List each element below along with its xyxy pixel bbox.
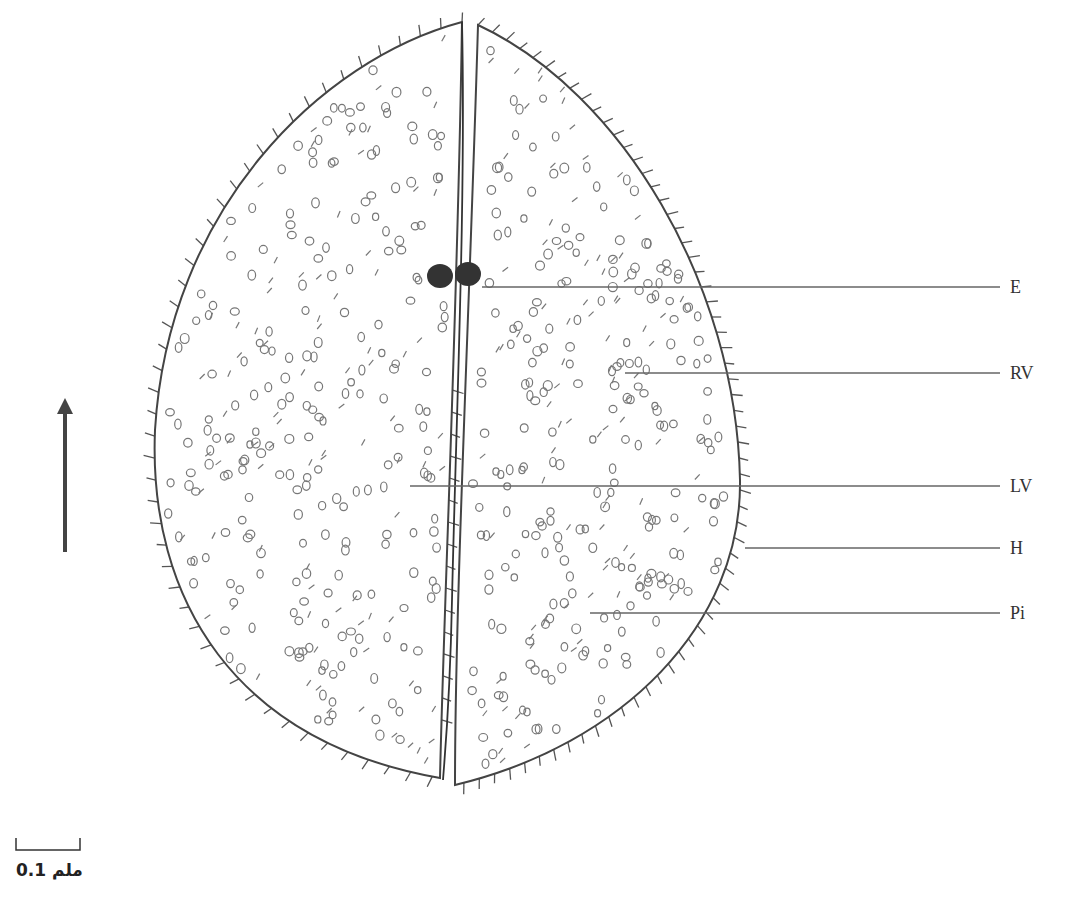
part-label: RV xyxy=(1008,364,1036,382)
anterior-arrow xyxy=(57,398,73,552)
part-label: E xyxy=(1008,278,1023,296)
right-valve xyxy=(455,25,740,785)
part-label: H xyxy=(1008,539,1025,557)
scale-label: 0.1 ملم xyxy=(14,862,85,879)
leader-lines xyxy=(410,287,1000,613)
part-label: LV xyxy=(1008,477,1034,495)
scale-bar xyxy=(16,838,80,850)
setae xyxy=(144,13,751,795)
left-valve xyxy=(155,22,462,778)
eye xyxy=(427,262,481,288)
pits xyxy=(165,35,728,768)
part-label: Pi xyxy=(1008,604,1027,622)
hinge-line xyxy=(443,22,463,780)
